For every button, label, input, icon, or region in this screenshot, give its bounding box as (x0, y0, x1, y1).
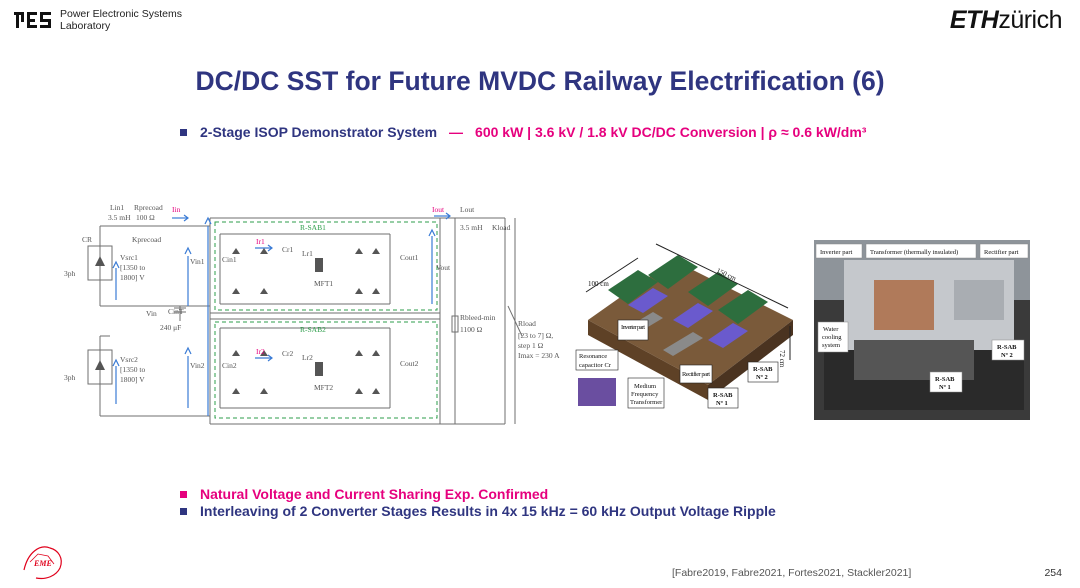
photo-water-line1: Water (823, 326, 839, 333)
photo-rsab1-a: R-SAB (935, 376, 955, 383)
page-number: 254 (1044, 567, 1062, 579)
cad-dim-72: 72 cm (778, 350, 786, 368)
top-bullet-part2: 600 kW | 3.6 kV / 1.8 kV DC/DC Conversio… (475, 124, 867, 140)
photo-rectifier-label: Rectifier part (984, 249, 1019, 256)
bullet-1-text: Natural Voltage and Current Sharing Exp.… (200, 486, 549, 502)
ph2-label: 3ph (64, 373, 76, 382)
kload-label: Kload (492, 223, 511, 232)
cad-rsab1-a: R-SAB (713, 392, 733, 399)
mft1-label: MFT1 (314, 279, 333, 288)
bullet-2: Interleaving of 2 Converter Stages Resul… (180, 503, 776, 519)
bullet-square-icon (180, 490, 187, 498)
cout2-label: Cout2 (400, 359, 419, 368)
rpre-label: Rprecoad (134, 203, 163, 212)
references: [Fabre2019, Fabre2021, Fortes2021, Stack… (672, 567, 912, 579)
cad-rescap-line2: capacitor Cr (579, 362, 612, 369)
eth-zurich-logo: ETHzürich (949, 6, 1063, 35)
lr1-label: Lr1 (302, 249, 313, 258)
cin2-label: Cin2 (222, 361, 237, 370)
cad-rescap-line1: Resonance (579, 353, 607, 360)
photo-rsab2-a: R-SAB (997, 344, 1017, 351)
cad-dim-100: 100 cm (588, 280, 609, 288)
bullet-2-text: Interleaving of 2 Converter Stages Resul… (200, 503, 776, 519)
eme-logo-icon: EME (23, 546, 62, 580)
rsab2-label: R-SAB2 (300, 325, 326, 334)
rpre-value: 100 Ω (136, 213, 155, 222)
iout-label: Iout (432, 205, 445, 214)
circuit-schematic: Lin1 3.5 mH Rprecoad 100 Ω Kprecoad CR I… (64, 203, 560, 425)
photo-rsab1-b: Nº 1 (939, 384, 951, 391)
cint-label: CinT (168, 307, 184, 316)
cad-rsab2-b: Nº 2 (756, 374, 768, 381)
bullet-1: Natural Voltage and Current Sharing Exp.… (180, 486, 548, 502)
rbleed-value: 1100 Ω (460, 325, 483, 334)
rload-value2: step 1 Ω (518, 341, 544, 350)
eme-text: EME (33, 559, 52, 568)
cad-mft-line1: Medium (634, 383, 656, 390)
vsrc2-range1: [1350 to (120, 365, 145, 374)
lout-label: Lout (460, 205, 475, 214)
cr1-label: Cr1 (282, 245, 294, 254)
vsrc1-label: Vsrc1 (120, 253, 138, 262)
vsrc2-label: Vsrc2 (120, 355, 138, 364)
cad-render: 150 cm 100 cm 72 cm Inverter part Rectif… (575, 243, 793, 409)
rload-value3: Imax = 230 A (518, 351, 560, 360)
cin-value: 240 μF (160, 323, 181, 332)
bullet-square-icon (180, 507, 187, 515)
cad-rsab1-b: Nº 1 (716, 400, 728, 407)
lab-name: Power Electronic Systems Laboratory (60, 8, 182, 32)
cad-mft-line3: Transformer (630, 399, 663, 406)
lab-name-line2: Laboratory (60, 20, 111, 32)
mft2-label: MFT2 (314, 383, 333, 392)
lr2-label: Lr2 (302, 353, 313, 362)
vin-label: Vin (146, 309, 157, 318)
cad-rsab2-a: R-SAB (753, 366, 773, 373)
vout-label: Vout (436, 263, 451, 272)
top-bullet-part1: 2-Stage ISOP Demonstrator System (200, 124, 438, 140)
vsrc1-range2: 1800] V (120, 273, 145, 282)
vsrc2-range2: 1800] V (120, 375, 145, 384)
lin1-label: Lin1 (110, 203, 124, 212)
bullet-square-icon (180, 128, 187, 136)
photo-transformer-label: Transformer (thermally insulated) (870, 249, 958, 256)
pes-mark-icon (14, 12, 51, 28)
rload-value1: [23 to 7] Ω, (518, 331, 553, 340)
lout-value: 3.5 mH (460, 223, 483, 232)
lab-name-line1: Power Electronic Systems (60, 8, 182, 20)
rbleed-label: Rbleed-min (460, 313, 496, 322)
kpre-label: Kprecoad (132, 235, 161, 244)
prototype-photo: Inverter part Transformer (thermally ins… (814, 240, 1030, 420)
vin2-label: Vin2 (190, 361, 205, 370)
ir1-label: Ir1 (256, 237, 265, 246)
photo-water-line3: system (822, 342, 840, 349)
iin-label: Iin (172, 205, 181, 214)
cin1-label: Cin1 (222, 255, 237, 264)
cout1-label: Cout1 (400, 253, 419, 262)
photo-rsab2-b: Nº 2 (1001, 352, 1013, 359)
cad-inverter-label: Inverter part (621, 324, 645, 331)
ir2-label: Ir2 (256, 347, 265, 356)
top-bullet-dash: — (449, 124, 464, 140)
ph1-label: 3ph (64, 269, 76, 278)
cad-rectifier-label: Rectifier part (682, 371, 710, 378)
rsab1-label: R-SAB1 (300, 223, 326, 232)
vin1-label: Vin1 (190, 257, 205, 266)
slide-title: DC/DC SST for Future MVDC Railway Electr… (195, 66, 885, 96)
top-bullet: 2-Stage ISOP Demonstrator System — 600 k… (180, 124, 866, 140)
cr-label: CR (82, 235, 92, 244)
cr2-label: Cr2 (282, 349, 294, 358)
vsrc1-range1: [1350 to (120, 263, 145, 272)
eth-logo-bold: ETH (949, 6, 999, 34)
photo-inverter-label: Inverter part (820, 249, 852, 256)
eth-logo-rest: zürich (998, 6, 1062, 34)
lin1-value: 3.5 mH (108, 213, 131, 222)
cad-mft-line2: Frequency (631, 391, 659, 398)
pes-logo: Power Electronic Systems Laboratory (14, 8, 182, 32)
photo-water-line2: cooling (822, 334, 842, 341)
rload-label: Rload (518, 319, 536, 328)
